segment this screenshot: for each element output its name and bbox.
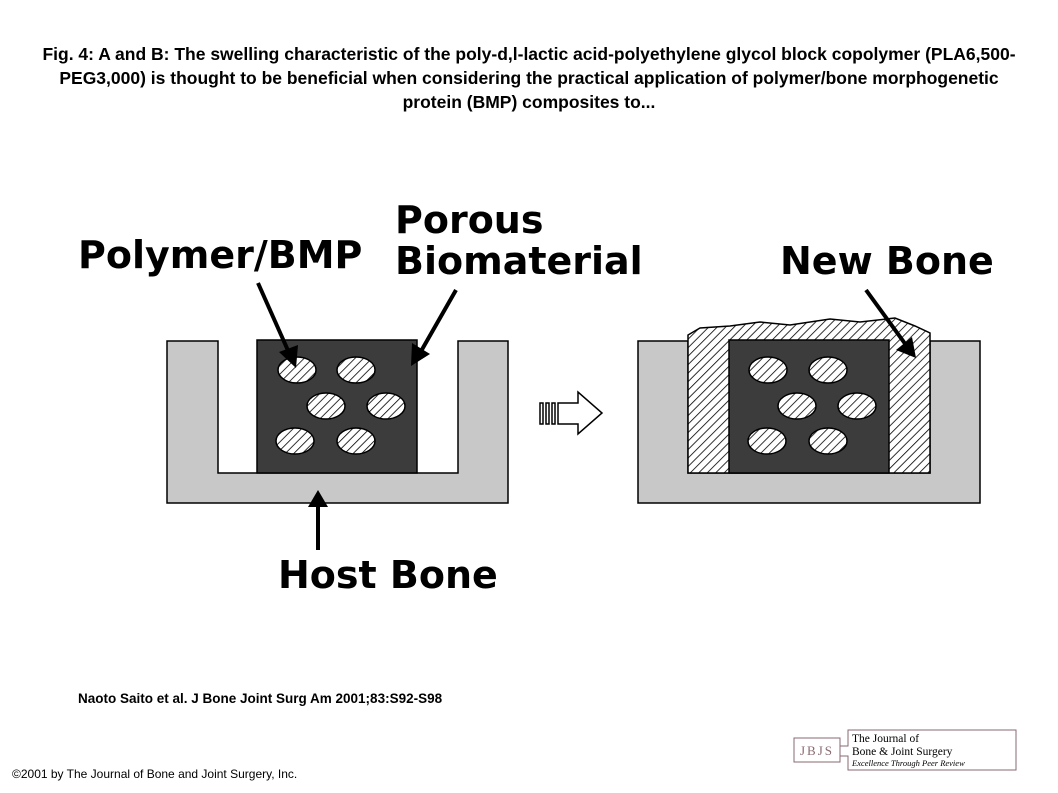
pore [808,427,848,455]
pore [275,427,315,455]
label-porous: Porous [395,198,543,242]
figure-caption: Fig. 4: A and B: The swelling characteri… [42,44,1016,112]
logo-title-line2: Bone & Joint Surgery [852,746,953,758]
bone-diagram: Polymer/BMP Porous Biomaterial Host Bone… [78,198,994,597]
logo-frame [840,729,1017,771]
pore [277,356,317,384]
pointer-arrow-polymer [256,282,298,368]
logo-abbrev-box [793,737,841,763]
pore [747,427,787,455]
transition-arrow [539,390,604,436]
pore [336,356,376,384]
label-biomaterial: Biomaterial [395,239,643,283]
polymer-bmp-pores [275,356,406,455]
new-bone-pores [747,356,877,455]
pore [837,392,877,420]
logo-tagline: Excellence Through Peer Review [851,758,965,768]
pointer-arrow-host-bone [308,490,328,550]
logo-title-line1: The Journal of [852,733,919,745]
logo-abbrev: JBJS [800,743,834,758]
label-new-bone: New Bone [780,239,994,283]
pore [366,392,406,420]
label-polymer-bmp: Polymer/BMP [78,233,362,277]
jbjs-logo: JBJS The Journal of Bone & Joint Surgery… [793,729,1017,771]
pointer-arrow-new-bone [864,288,916,358]
pore [336,427,376,455]
pore [306,392,346,420]
label-host-bone: Host Bone [278,553,498,597]
pore [777,392,817,420]
pore [748,356,788,384]
pointer-arrow-biomaterial [411,289,458,366]
citation: Naoto Saito et al. J Bone Joint Surg Am … [78,691,443,706]
pore [808,356,848,384]
copyright-notice: ©2001 by The Journal of Bone and Joint S… [12,767,298,781]
host-bone-left [166,340,509,504]
